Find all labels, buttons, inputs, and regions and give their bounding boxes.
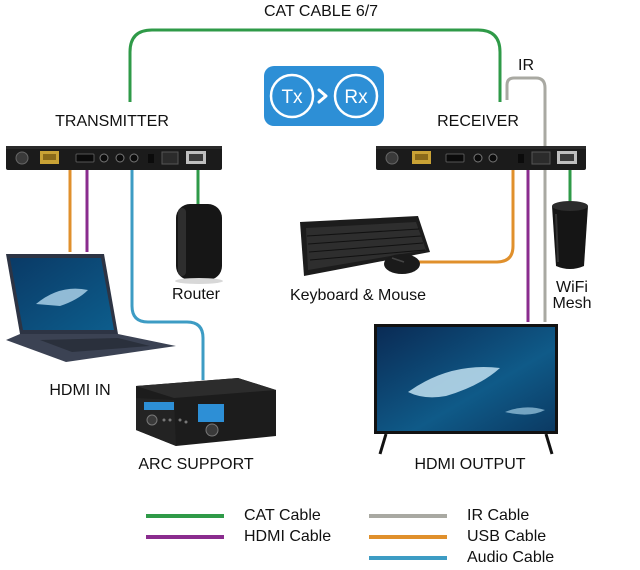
hdmi-output-label: HDMI OUTPUT: [414, 456, 526, 473]
power-port-icon: [385, 151, 399, 165]
hdmi-port-icon: [445, 153, 465, 163]
hdmi-port-icon: [75, 153, 95, 163]
usb-cable-out: [412, 168, 515, 264]
wifi-mesh-label-line1: WiFi: [556, 279, 588, 296]
badge-rx-text: Rx: [344, 87, 368, 108]
jack-port-icon: [129, 153, 139, 163]
ir-cable: [505, 76, 547, 322]
av-receiver-icon: [136, 378, 276, 446]
usb-port-icon: [518, 154, 524, 163]
legend-label-cat: CAT Cable: [244, 507, 321, 524]
usb-port-icon: [148, 154, 154, 163]
audio-cable: [130, 168, 205, 380]
terminal-block-icon: [531, 151, 551, 165]
tx-rx-badge: Tx Rx: [264, 66, 384, 126]
cat-cable-title: CAT CABLE 6/7: [263, 3, 379, 20]
legend-label-audio: Audio Cable: [467, 549, 555, 566]
jack-port-icon: [99, 153, 109, 163]
wifi-mesh-label: WiFi Mesh: [552, 280, 591, 312]
rx-circle: [333, 73, 379, 119]
jack-port-icon: [473, 153, 483, 163]
whale-image: [408, 367, 500, 398]
transmitter-unit: [6, 146, 222, 170]
ir-label: IR: [518, 57, 534, 74]
terminal-block-icon: [161, 151, 179, 165]
tx-circle: [269, 73, 315, 119]
tv-icon: [374, 324, 558, 455]
power-port-icon: [15, 151, 29, 165]
whale-image: [36, 288, 88, 306]
wifi-mesh-icon: [552, 201, 588, 269]
arc-support-label: ARC SUPPORT: [138, 456, 254, 473]
hdmi-in-label: HDMI IN: [49, 382, 111, 399]
legend-label-ir: IR Cable: [467, 507, 530, 524]
receiver-label: RECEIVER: [437, 113, 519, 130]
keyboard-mouse-label: Keyboard & Mouse: [289, 287, 427, 304]
wifi-mesh-label-line2: Mesh: [552, 295, 592, 312]
legend-label-hdmi: HDMI Cable: [244, 528, 332, 545]
keyboard-icon: [300, 216, 430, 276]
jack-port-icon: [488, 153, 498, 163]
laptop-icon: [6, 254, 176, 362]
cat-cable-top: [128, 28, 502, 102]
receiver-unit: [376, 146, 586, 170]
router-label: Router: [171, 286, 221, 303]
router-icon: [175, 204, 223, 284]
jack-port-icon: [115, 153, 125, 163]
badge-tx-text: Tx: [281, 87, 303, 108]
transmitter-label: TRANSMITTER: [55, 113, 169, 130]
mouse-icon: [384, 254, 420, 274]
legend-label-usb: USB Cable: [467, 528, 547, 545]
arrow-icon: [317, 88, 328, 104]
